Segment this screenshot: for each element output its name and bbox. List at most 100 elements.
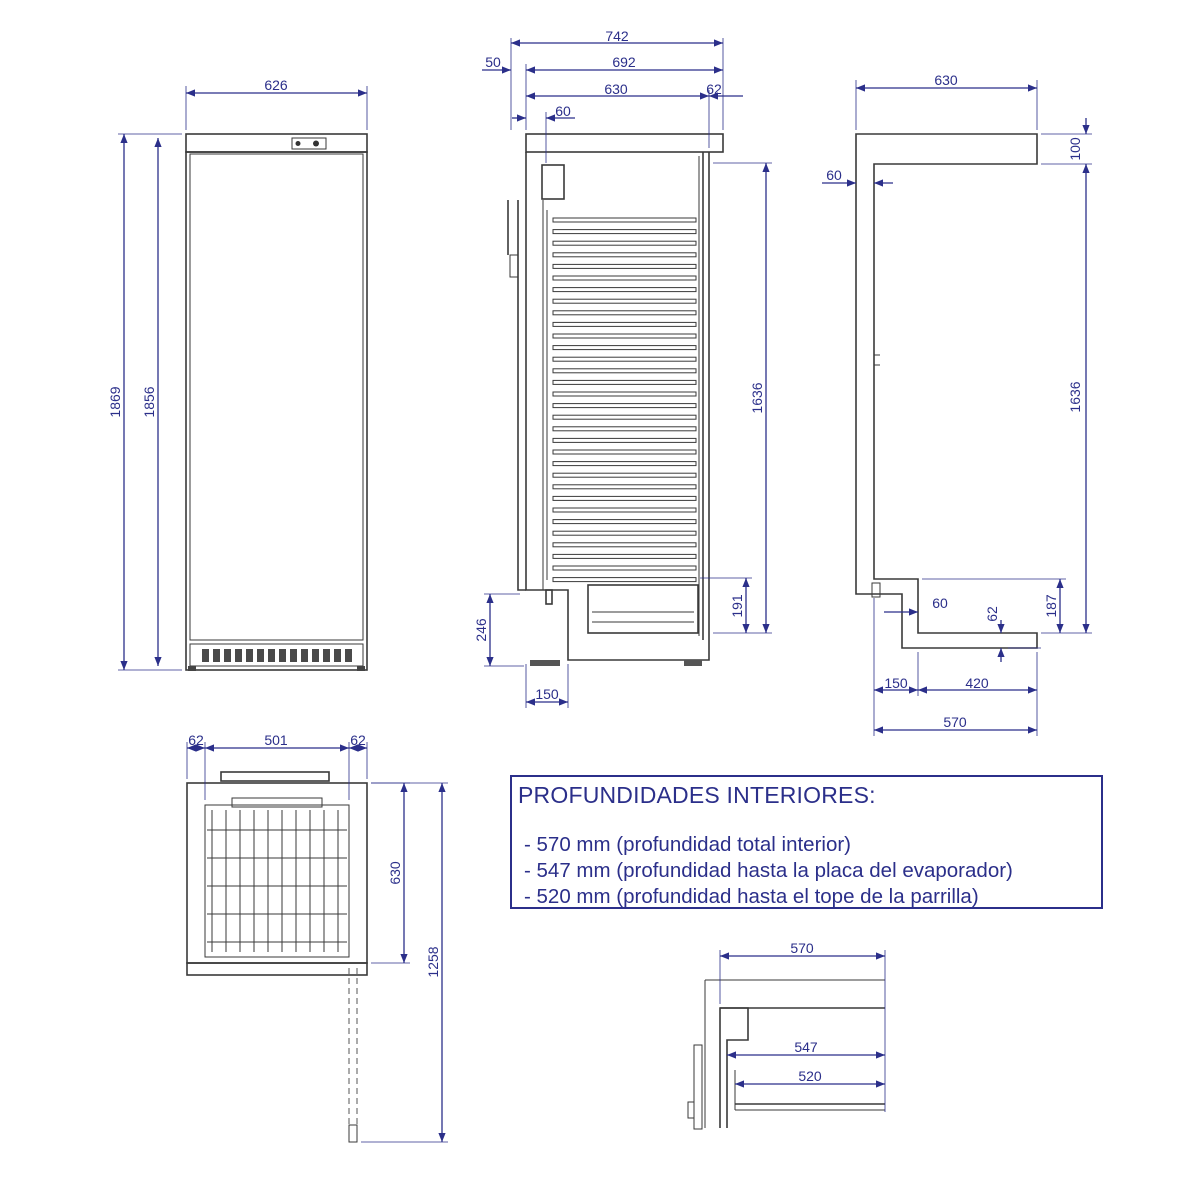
shelf-rail [552,565,697,571]
shelf-rail [552,530,697,536]
grille-slot [312,649,319,662]
shelf-rail [552,345,697,351]
grille-slot [290,649,297,662]
dim-side-base-depth: 150 [535,686,559,702]
shelf-rail [552,310,697,316]
shelf-rail [552,553,697,559]
dim-side-base-height: 246 [473,618,489,642]
section-profile [855,133,1038,649]
dim-front-height-body: 1856 [141,386,157,417]
dim-side-door: 50 [485,54,501,70]
dim-side-back-offset: 62 [706,81,722,97]
dim-side-depth-body: 692 [612,54,636,70]
front-top-panel [185,133,368,153]
grille-slot [246,649,253,662]
shelf-rail [552,287,697,293]
dim-front-width: 626 [264,77,288,93]
top-view: 62 501 62 630 1258 [186,732,448,1143]
shelf-rail [552,368,697,374]
shelf-rail [552,484,697,490]
side-body [525,152,710,661]
shelf-rail [552,356,697,362]
shelf-rail [552,321,697,327]
grille-slot [268,649,275,662]
shelf-rail [552,437,697,443]
detail-evaporator [720,1007,749,1128]
dim-top-door-open: 1258 [425,946,441,977]
shelf-rail [552,240,697,246]
grille-slot [323,649,330,662]
shelf-rail [552,495,697,501]
bottom-drawer [587,584,699,634]
dim-section-base-front: 150 [884,675,908,691]
grille-slot [224,649,231,662]
dim-section-wall: 60 [826,167,842,183]
front-door [189,153,364,641]
shelf-rail [552,229,697,235]
note-item: - 570 mm (profundidad total interior) [524,833,852,856]
shelf-rail [552,507,697,513]
note-item: - 520 mm (profundidad hasta el tope de l… [524,885,979,908]
side-top-panel [525,133,724,153]
foot-left [188,666,196,671]
side-view: 742 692 50 630 62 60 1636 191 246 [473,28,772,708]
dim-top-side-right: 62 [350,732,366,748]
shelf-rail [552,275,697,281]
grille-slot [334,649,341,662]
dim-side-depth-total: 742 [605,28,629,44]
shelf-rail [552,217,697,223]
grille-slots [202,649,352,662]
grille-slot [279,649,286,662]
shelf-rail [552,403,697,409]
dim-side-compressor: 191 [729,594,745,618]
notes-list: - 570 mm (profundidad total interior) - … [524,832,1013,910]
note-item: - 547 mm (profundidad hasta la placa del… [524,859,1013,882]
shelf-rail [552,379,697,385]
fan-unit [541,164,565,200]
shelf-rail [552,263,697,269]
dim-section-step: 187 [1043,594,1059,618]
shelf-rail [552,449,697,455]
shelf-rail [552,333,697,339]
control-panel [291,137,327,150]
dim-side-wall: 60 [555,103,571,119]
shelf-rail [552,542,697,548]
door-handle [509,254,519,278]
grille-slot [213,649,220,662]
front-view: 626 1869 1856 [107,77,368,671]
dim-front-height-total: 1869 [107,386,123,417]
grille-slot [301,649,308,662]
shelf-rail [552,472,697,478]
detail-door [693,1044,703,1130]
dim-section-inner-depth: 570 [943,714,967,730]
grille-slot [202,649,209,662]
grille-slot [257,649,264,662]
shelf-rail [552,426,697,432]
dim-section-inner-height: 1636 [1067,381,1083,412]
top-grille-bars [207,810,347,952]
shelf-rail [552,577,697,583]
dim-top-depth: 630 [387,861,403,885]
shelf-rail [552,461,697,467]
dim-side-inner-height: 1636 [749,382,765,413]
section-view: 630 100 60 1636 187 62 60 150 420 [822,72,1092,736]
shelf-rail [552,414,697,420]
shelf-rail [552,252,697,258]
shelf-rail [552,391,697,397]
shelves [552,217,697,583]
dim-section-top-thickness: 100 [1067,137,1083,161]
top-grille [204,804,350,958]
grille-slot [345,649,352,662]
dim-detail-total: 570 [790,940,814,956]
notes-title: PROFUNDIDADES INTERIORES: [518,782,876,808]
dim-detail-evaporator: 547 [794,1039,818,1055]
grille-slot [235,649,242,662]
dim-top-side-left: 62 [188,732,204,748]
drain-pipe [545,589,553,605]
foot-right [357,666,365,671]
front-cabinet [185,151,368,671]
shelf-rail [552,298,697,304]
shelf-rail [552,519,697,525]
top-cabinet [186,782,368,964]
